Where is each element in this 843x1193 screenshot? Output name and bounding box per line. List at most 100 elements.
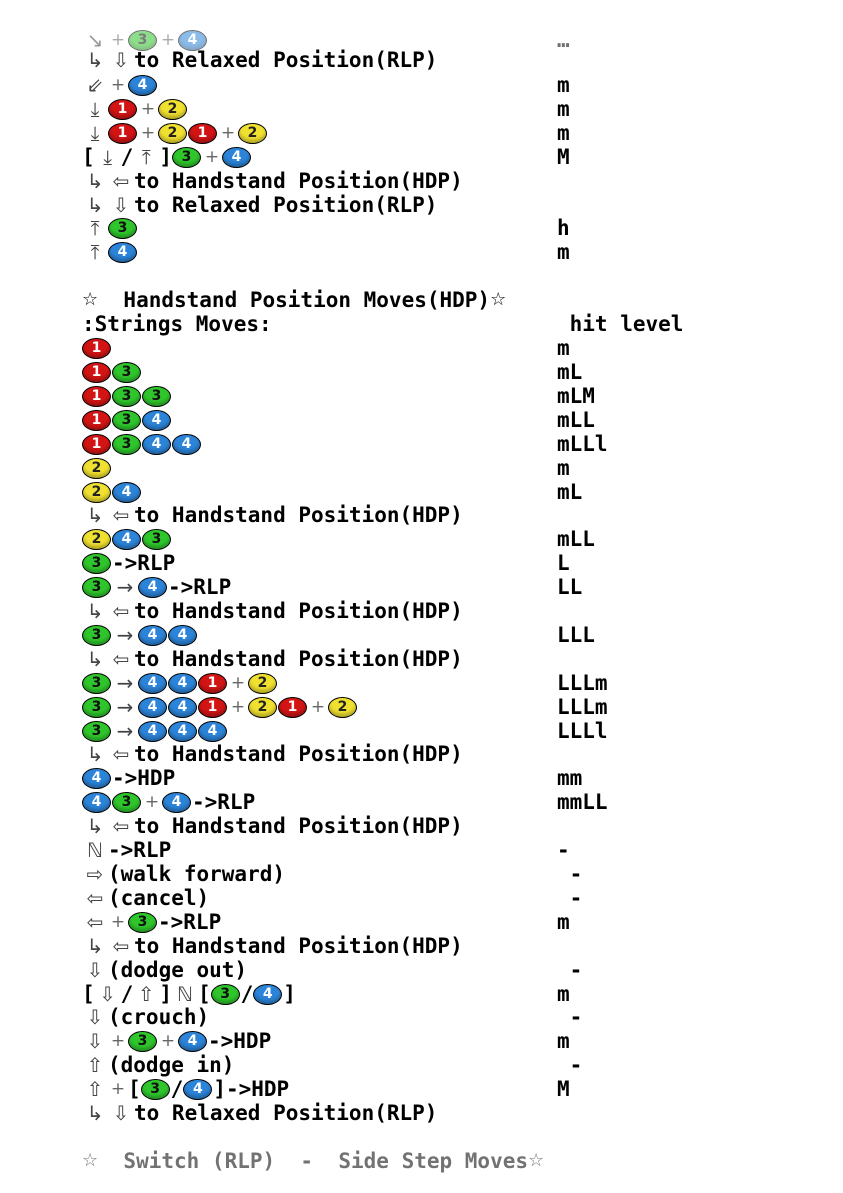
button-3-icon: 3 [112,791,141,813]
move-row: ☆ Handstand Position Moves(HDP)☆ [82,288,822,312]
move-row: ☆ Switch (RLP) - Side Step Moves☆ [82,1149,822,1173]
down-arrow-icon: ⇩ [112,48,130,72]
button-3-icon: 3 [82,624,111,646]
down-arrow-icon: ⇩ [112,1101,130,1125]
down-forward-arrow-icon: ↘ [86,28,104,52]
then-arrow-icon: → [116,695,134,719]
plus-icon: + [140,99,156,119]
plus-icon: + [230,673,246,693]
button-4-icon: 4 [178,29,207,51]
move-command: ↳⇦to Handstand Position(HDP) [82,742,463,766]
return-arrow-icon: ↳ [86,48,104,72]
button-3-icon: 3 [112,361,141,383]
move-text: to Handstand Position(HDP) [134,599,463,623]
move-text: (dodge in) [108,1053,235,1077]
down-bar-arrow-icon: ⤓ [90,97,100,121]
plus-icon: + [140,123,156,143]
move-text: to Handstand Position(HDP) [134,814,463,838]
move-row: ↘+3+4… [82,28,822,52]
move-text: / [120,145,134,169]
move-command: ↳⇦to Handstand Position(HDP) [82,169,463,193]
move-row: [⤓/⤒]3+4 M [82,145,822,169]
then-arrow-icon: → [116,719,134,743]
button-4-icon: 4 [168,624,197,646]
move-text: ->RLP [158,910,222,934]
button-4-icon: 4 [172,433,201,455]
move-text: Handstand Position Moves(HDP) [98,288,491,312]
down-arrow-icon: ⇩ [112,193,130,217]
hit-level: LLLm [557,695,608,719]
move-text: ->RLP [168,575,232,599]
button-3-icon: 3 [210,983,240,1005]
button-4-icon: 4 [162,791,191,813]
button-2-icon: 2 [248,696,277,718]
plus-icon: + [204,147,220,167]
move-text: [ [82,982,95,1006]
then-arrow-icon: → [116,671,134,695]
hit-level: LL [557,575,583,599]
up-bar-arrow-icon: ⤒ [90,216,100,240]
star-icon: ☆ [490,289,507,310]
button-3-icon: 3 [128,1030,157,1052]
hit-level: - [557,862,583,886]
move-row: ⇩(dodge out) - [82,958,822,982]
move-text: to Relaxed Position(RLP) [134,193,438,217]
hit-level: M [557,145,570,169]
move-row: ↳⇩to Relaxed Position(RLP) [82,193,822,217]
hit-level: mm [557,766,583,790]
move-text: to Handstand Position(HDP) [134,647,463,671]
button-4-icon: 4 [82,767,111,789]
button-3-icon: 3 [142,528,171,550]
button-4-icon: 4 [221,146,251,168]
then-arrow-icon: → [116,575,134,599]
move-row: ↳⇦to Handstand Position(HDP) [82,599,822,623]
plus-icon: + [160,30,176,50]
plus-icon: + [110,75,126,95]
button-4-icon: 4 [138,720,167,742]
move-command: ⇧+[3/4]->HDP [82,1077,290,1101]
hit-level: m [557,121,570,145]
plus-icon: + [220,123,236,143]
plus-icon: + [110,1031,126,1051]
move-command: ↳⇩to Relaxed Position(RLP) [82,1101,438,1125]
button-1-icon: 1 [198,696,227,718]
move-command: [⤓/⤒]3+4 [82,145,252,169]
move-command: ⇧(dodge in) [82,1053,235,1077]
return-arrow-icon: ↳ [86,814,104,838]
move-text: (walk forward) [108,862,286,886]
button-3-icon: 3 [82,672,111,694]
move-row: ↳⇦to Handstand Position(HDP) [82,934,822,958]
hit-level: - [557,838,570,862]
return-arrow-icon: ↳ [86,1101,104,1125]
button-4-icon: 4 [138,696,167,718]
hit-level: m [557,910,570,934]
move-row: [⇩/⇧]ℕ[3/4]m [82,982,822,1006]
button-3-icon: 3 [128,29,157,51]
back-arrow-icon: ⇦ [112,503,130,527]
move-text: (dodge out) [108,958,248,982]
button-4-icon: 4 [138,672,167,694]
move-command: ⤓1+2 [82,97,188,121]
down-bar-arrow-icon: ⤓ [90,121,100,145]
move-text: to Handstand Position(HDP) [134,169,463,193]
button-1-icon: 1 [198,672,227,694]
button-2-icon: 2 [248,672,277,694]
move-command: ⇦+3->RLP [82,910,222,934]
button-3-icon: 3 [108,217,137,239]
move-text: / [170,1077,184,1101]
move-text: (cancel) [108,886,210,910]
move-command: [⇩/⇧]ℕ[3/4] [82,982,296,1006]
hit-level: … [557,28,570,52]
